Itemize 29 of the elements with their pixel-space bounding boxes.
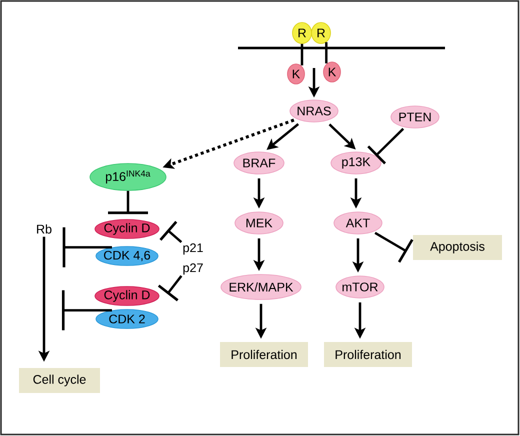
protein-node: NRAS bbox=[290, 100, 338, 122]
protein-label: Rb bbox=[37, 224, 52, 234]
inhibition-line bbox=[108, 190, 148, 214]
protein-node: MEK bbox=[234, 212, 284, 234]
protein-node: mTOR bbox=[336, 276, 384, 298]
inhibition-line bbox=[62, 290, 112, 330]
kinase-node: CDK 2 bbox=[96, 309, 158, 329]
outcome-box: Proliferation bbox=[220, 342, 308, 367]
connector-line bbox=[325, 42, 328, 64]
protein-label: p27 bbox=[183, 263, 203, 275]
protein-node: p16$^{INK4a}$ bbox=[90, 163, 166, 191]
outcome-box: Cell cycle bbox=[19, 368, 100, 393]
outcome-box: Apoptosis bbox=[413, 235, 502, 260]
protein-label: p21 bbox=[183, 243, 203, 255]
receptor-node: R bbox=[292, 22, 312, 44]
kinase-node: CDK 4,6 bbox=[96, 246, 158, 266]
receptor-node: R bbox=[311, 22, 331, 44]
kinase-node: K bbox=[323, 62, 341, 82]
protein-node: BRAF bbox=[234, 152, 284, 174]
connector-line bbox=[300, 44, 304, 66]
cyclin-node: Cyclin D bbox=[94, 286, 160, 306]
inhibition-line bbox=[62, 227, 112, 268]
protein-node: AKT bbox=[334, 212, 382, 234]
protein-node: ERK/MAPK bbox=[220, 274, 302, 300]
kinase-node: K bbox=[287, 64, 305, 84]
outcome-box: Proliferation bbox=[324, 342, 412, 367]
protein-node: p13K bbox=[330, 152, 382, 174]
protein-node: PTEN bbox=[390, 106, 440, 128]
cyclin-node: Cyclin D bbox=[94, 219, 160, 239]
